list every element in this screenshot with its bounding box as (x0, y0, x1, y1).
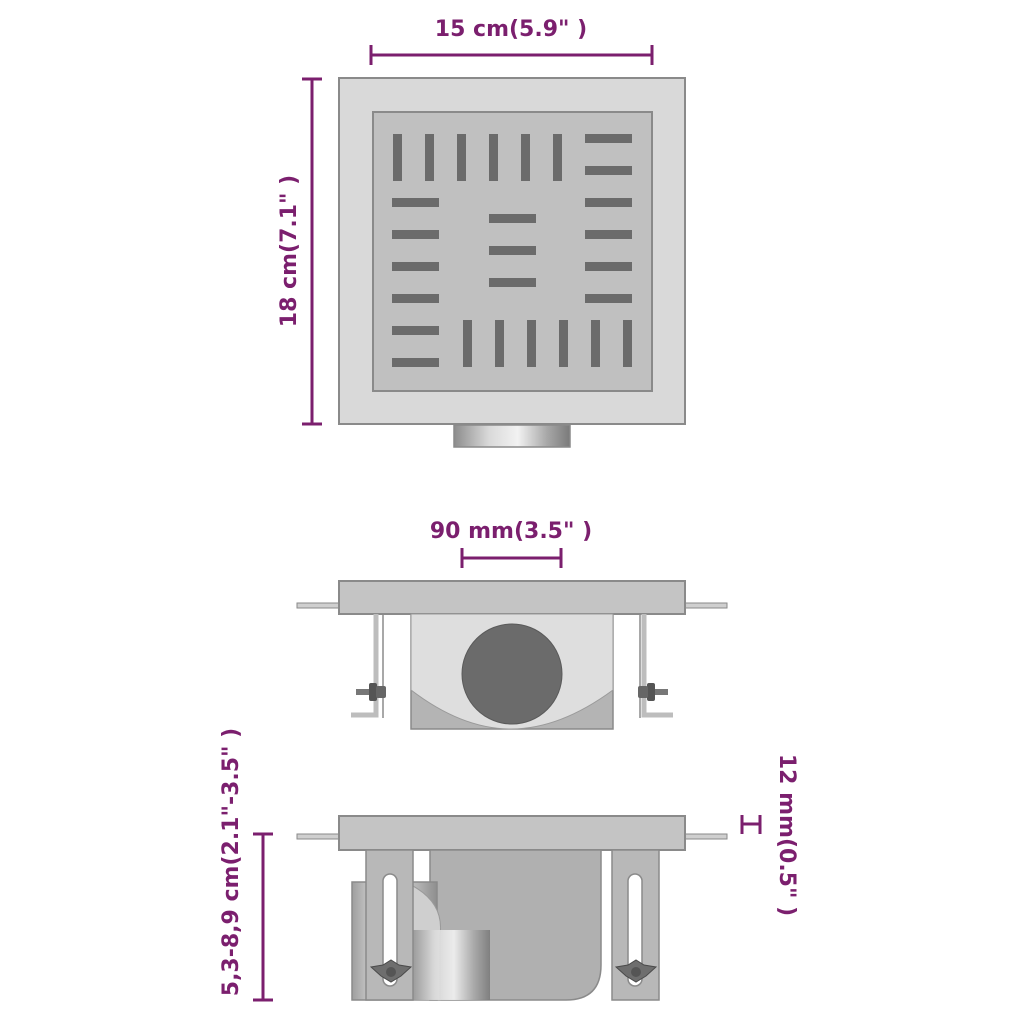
grate-slot (585, 262, 632, 271)
dim-top-height-label: 18 cm(7.1" ) (277, 175, 302, 327)
top-view (338, 77, 686, 448)
grate-slot (489, 246, 536, 255)
dim-top-width: 15 cm(5.9" ) (369, 17, 654, 65)
grate-slot (463, 320, 472, 367)
dim-top-width-label: 15 cm(5.9" ) (435, 17, 587, 42)
side-bracket-left (365, 849, 414, 1001)
grate-slot (553, 134, 562, 181)
grate-slot (425, 134, 434, 181)
grate-slot (489, 278, 536, 287)
grate-slot (392, 230, 439, 239)
front-flange (338, 580, 686, 615)
grate-slot (521, 134, 530, 181)
grate-slot (623, 320, 632, 367)
grate-slot (585, 230, 632, 239)
grate-slot (489, 134, 498, 181)
grate-slot (585, 134, 632, 143)
grate-slot (559, 320, 568, 367)
grate-slots (392, 134, 632, 367)
dim-outlet-diameter: 90 mm(3.5" ) (430, 519, 592, 568)
grate-slot (392, 198, 439, 207)
grate-slot (495, 320, 504, 367)
grate-slot (392, 262, 439, 271)
side-view (296, 815, 728, 1001)
dim-flange-thickness: 12 mm(0.5" ) (740, 754, 799, 916)
outlet-opening (461, 623, 563, 725)
grate-slot (392, 358, 439, 367)
grate-slot (585, 166, 632, 175)
grate-slot (585, 198, 632, 207)
grate-slot (489, 214, 536, 223)
front-bracket-left (351, 614, 386, 718)
grate-slot (457, 134, 466, 181)
grate-slot (393, 134, 402, 181)
outlet-stub-top (453, 424, 571, 448)
grate-slot (585, 294, 632, 303)
grate-slot (527, 320, 536, 367)
dim-outlet-diameter-label: 90 mm(3.5" ) (430, 519, 592, 544)
dim-total-height-label: 5,3-8,9 cm(2.1"-3.5" ) (219, 728, 244, 996)
front-view (296, 580, 728, 730)
dim-flange-thickness-label: 12 mm(0.5" ) (774, 754, 799, 916)
grate-slot (392, 294, 439, 303)
front-bracket-right (638, 614, 673, 718)
side-flange (338, 815, 686, 851)
side-bracket-right (611, 849, 660, 1001)
grate-slot (392, 326, 439, 335)
grate-slot (591, 320, 600, 367)
dim-top-height: 18 cm(7.1" ) (277, 77, 322, 426)
dim-total-height: 5,3-8,9 cm(2.1"-3.5" ) (219, 728, 273, 1002)
